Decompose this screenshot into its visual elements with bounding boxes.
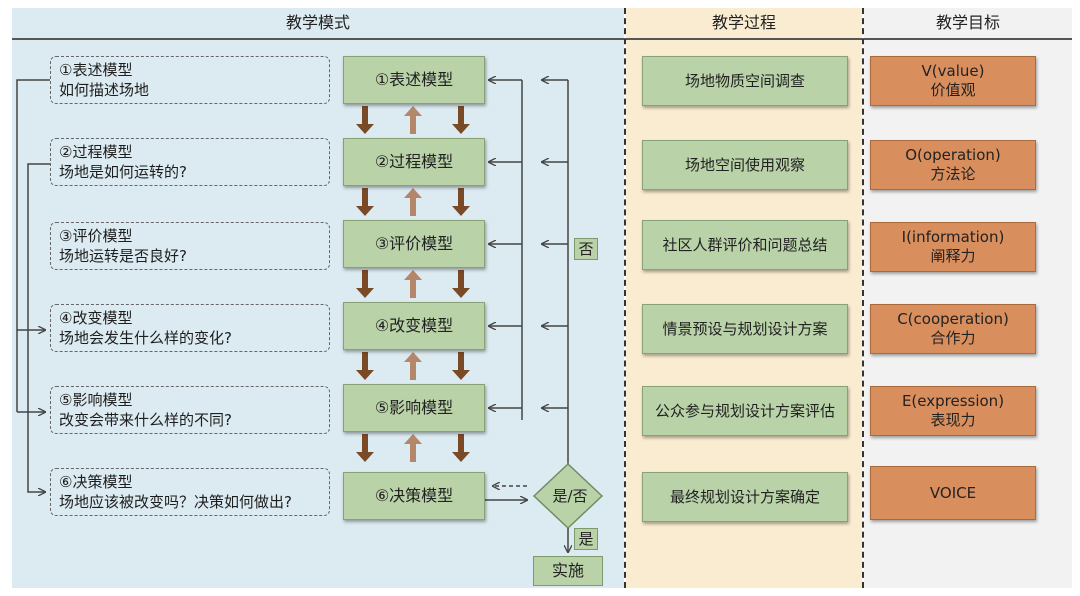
goal-box-operation: O(operation) 方法论: [870, 140, 1036, 190]
goal-meaning: 表现力: [930, 411, 976, 429]
goal-box-voice: VOICE: [870, 466, 1036, 520]
model-arrows: [356, 106, 470, 462]
model-box-evaluate: ③评价模型: [343, 220, 485, 268]
down-arrow: [452, 352, 470, 380]
teaching-mode-header: 教学模式: [285, 13, 350, 32]
model-box-impact: ⑤影响模型: [343, 384, 485, 432]
goal-code: V(value): [921, 62, 985, 80]
question-title: ④改变模型: [59, 309, 133, 327]
teaching-goal-header: 教学目标: [935, 13, 1000, 32]
goal-meaning: 价值观: [930, 81, 976, 99]
model-box-change: ④改变模型: [343, 302, 485, 350]
goal-code: VOICE: [929, 484, 977, 502]
up-arrow: [404, 352, 422, 380]
yes-label: 是: [574, 528, 598, 550]
question-box-describe: ①表述模型 如何描述场地: [50, 56, 330, 104]
question-box-process: ②过程模型 场地是如何运转的?: [50, 138, 330, 186]
down-arrow: [356, 352, 374, 380]
model-box-decision: ⑥决策模型: [343, 472, 485, 520]
goal-meaning: 合作力: [930, 329, 976, 347]
bracket-line: [27, 163, 50, 492]
goal-header-divider: [864, 38, 1072, 40]
goal-box-value: V(value) 价值观: [870, 56, 1036, 106]
goal-meaning: 阐释力: [930, 247, 976, 265]
up-arrow: [404, 434, 422, 462]
question-box-decision: ⑥决策模型 场地应该被改变吗？决策如何做出?: [50, 468, 330, 516]
goal-code: O(operation): [905, 146, 1001, 164]
process-box: 公众参与规划设计方案评估: [642, 386, 848, 436]
model-box-describe: ①表述模型: [343, 56, 485, 104]
goal-code: E(expression): [901, 392, 1005, 410]
question-text: 场地会发生什么样的变化?: [59, 329, 232, 347]
up-arrow: [404, 188, 422, 216]
goal-meaning: 方法论: [930, 165, 976, 183]
goal-box-cooperation: C(cooperation) 合作力: [870, 304, 1036, 354]
down-arrow: [356, 188, 374, 216]
goal-code: C(cooperation): [897, 310, 1009, 328]
no-label: 否: [574, 238, 598, 260]
mode-header-divider: [12, 38, 624, 40]
up-arrow: [404, 106, 422, 134]
down-arrow: [356, 106, 374, 134]
process-box: 场地物质空间调查: [642, 56, 848, 106]
down-arrow: [452, 188, 470, 216]
down-arrow: [452, 270, 470, 298]
question-text: 场地是如何运转的?: [59, 163, 187, 181]
column-divider: [624, 8, 626, 588]
question-title: ⑤影响模型: [59, 391, 133, 409]
question-text: 如何描述场地: [59, 81, 150, 99]
decision-label: 是/否: [552, 487, 588, 505]
question-title: ⑥决策模型: [59, 473, 133, 491]
implement-box: 实施: [533, 556, 603, 586]
question-text: 改变会带来什么样的不同?: [59, 411, 232, 429]
goal-code: I(information): [901, 228, 1005, 246]
up-arrow: [404, 270, 422, 298]
question-box-evaluate: ③评价模型 场地运转是否良好?: [50, 222, 330, 270]
question-box-change: ④改变模型 场地会发生什么样的变化?: [50, 304, 330, 352]
question-box-impact: ⑤影响模型 改变会带来什么样的不同?: [50, 386, 330, 434]
process-box: 场地空间使用观察: [642, 140, 848, 190]
process-box: 情景预设与规划设计方案: [642, 304, 848, 354]
model-box-process: ②过程模型: [343, 138, 485, 186]
down-arrow: [356, 270, 374, 298]
column-divider: [862, 8, 864, 588]
question-text: 场地运转是否良好?: [59, 247, 187, 265]
down-arrow: [356, 434, 374, 462]
teaching-process-header: 教学过程: [711, 13, 776, 32]
process-header-divider: [626, 38, 862, 40]
question-title: ②过程模型: [59, 143, 133, 161]
down-arrow: [452, 434, 470, 462]
goal-box-expression: E(expression) 表现力: [870, 386, 1036, 436]
process-box: 社区人群评价和问题总结: [642, 220, 848, 270]
question-title: ①表述模型: [59, 61, 133, 79]
question-title: ③评价模型: [59, 227, 133, 245]
down-arrow: [452, 106, 470, 134]
goal-box-information: I(information) 阐释力: [870, 222, 1036, 272]
bracket-line: [16, 79, 50, 330]
question-text: 场地应该被改变吗？决策如何做出?: [59, 493, 292, 511]
process-box: 最终规划设计方案确定: [642, 472, 848, 522]
